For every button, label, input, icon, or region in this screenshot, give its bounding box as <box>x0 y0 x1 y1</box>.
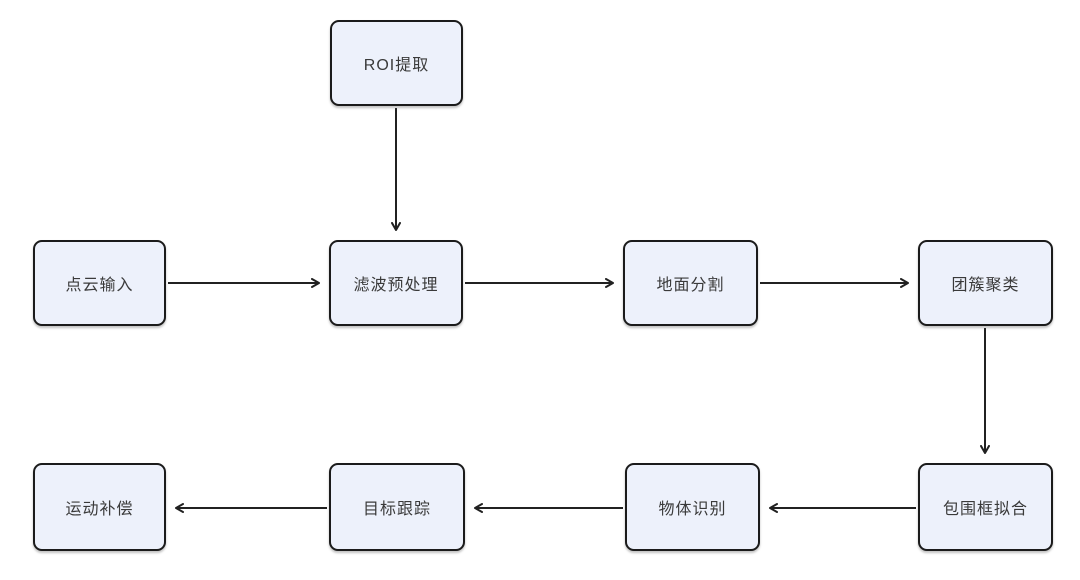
node-object-recognition-label: 物体识别 <box>658 501 727 518</box>
node-target-tracking-label: 目标跟踪 <box>362 501 431 518</box>
node-ground-segmentation-label: 地面分割 <box>656 277 725 294</box>
node-filter-preprocess-label: 滤波预处理 <box>353 277 439 294</box>
node-target-tracking[interactable]: 目标跟踪 <box>329 463 465 551</box>
node-pointcloud-input[interactable]: 点云输入 <box>33 240 166 326</box>
node-filter-preprocess[interactable]: 滤波预处理 <box>329 240 463 326</box>
node-pointcloud-input-label: 点云输入 <box>65 277 134 294</box>
node-motion-compensation[interactable]: 运动补偿 <box>33 463 166 551</box>
node-object-recognition[interactable]: 物体识别 <box>625 463 760 551</box>
node-motion-compensation-label: 运动补偿 <box>65 501 134 518</box>
node-cluster-clustering-label: 团簇聚类 <box>951 277 1020 294</box>
node-bounding-box-fitting[interactable]: 包围框拟合 <box>918 463 1053 551</box>
node-roi-extraction-label: ROI提取 <box>363 57 430 74</box>
node-bounding-box-fitting-label: 包围框拟合 <box>942 501 1028 518</box>
node-cluster-clustering[interactable]: 团簇聚类 <box>918 240 1053 326</box>
node-roi-extraction[interactable]: ROI提取 <box>330 20 463 106</box>
node-ground-segmentation[interactable]: 地面分割 <box>623 240 758 326</box>
